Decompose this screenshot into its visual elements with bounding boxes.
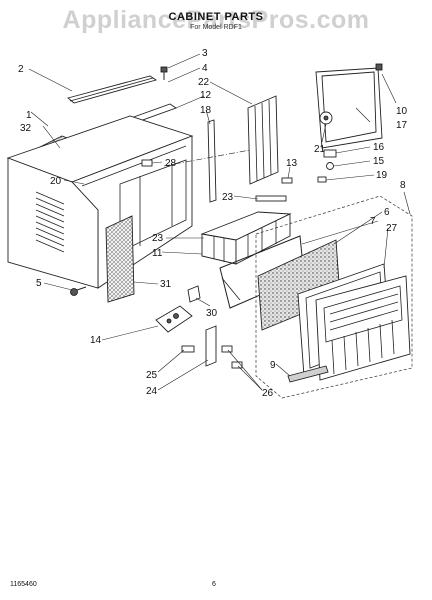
callout-5: 5: [36, 278, 42, 289]
leader-lines: [28, 53, 411, 391]
part-11-air-deflector: [200, 211, 292, 265]
callout-25: 25: [146, 370, 158, 381]
front-grille: [315, 275, 411, 381]
callout-14: 14: [90, 335, 102, 346]
part-22-panel: [247, 95, 279, 185]
callout-22: 22: [198, 77, 210, 88]
part-14-control-bracket: [155, 305, 193, 333]
page-subtitle: For Model RDF1: [190, 24, 242, 31]
callout-4: 4: [202, 63, 208, 74]
part-28-bracket: [141, 159, 153, 167]
part-18-strip: [207, 119, 217, 203]
part-8-front-assembly-outline: [255, 195, 413, 399]
part-17-frame: [315, 67, 383, 149]
footer-part-code: 1165460: [10, 581, 37, 588]
callout-9: 9: [270, 360, 276, 371]
callout-20: 20: [50, 176, 62, 187]
callout-26: 26: [262, 388, 274, 399]
callout-8: 8: [400, 180, 406, 191]
callout-24: 24: [146, 386, 158, 397]
callout-28: 28: [165, 158, 177, 169]
part-16-cylinder: [323, 149, 337, 158]
part-21-knob: [319, 111, 333, 125]
page-title: CABINET PARTS: [168, 11, 264, 23]
part-26-clips: [221, 345, 243, 369]
callout-3: 3: [202, 48, 208, 59]
part-10-screw: [375, 63, 383, 71]
callout-7: 7: [370, 216, 376, 227]
callout-16: 16: [373, 142, 385, 153]
callout-6: 6: [384, 207, 390, 218]
callout-1: 1: [26, 110, 32, 121]
callout-11: 11: [152, 248, 163, 259]
callout-10: 10: [396, 106, 408, 117]
callout-17: 17: [396, 120, 408, 131]
part-23-upper-bracket: [255, 195, 287, 202]
part-24-plate: [205, 325, 217, 367]
part-13-clip: [281, 177, 293, 184]
footer-page-number: 6: [212, 581, 216, 588]
callout-15: 15: [373, 156, 385, 167]
part-31-grille: [105, 215, 135, 303]
part-15-nut: [326, 162, 334, 170]
part-1-cabinet: [6, 115, 194, 289]
callout-31: 31: [160, 279, 172, 290]
callout-23-lower: 23: [152, 233, 164, 244]
callouts: 2 3 4 22 12 18 10 17 21 1 32 28 13 16 15…: [18, 48, 408, 399]
callout-21: 21: [314, 144, 326, 155]
part-5-screw: [70, 286, 87, 296]
callout-12: 12: [200, 90, 212, 101]
callout-27: 27: [386, 223, 398, 234]
callout-13: 13: [286, 158, 298, 169]
callout-19: 19: [376, 170, 388, 181]
callout-30: 30: [206, 308, 218, 319]
callout-18: 18: [200, 105, 212, 116]
part-9-strip: [287, 365, 329, 383]
part-2-top-rail: [67, 75, 158, 104]
part-3-screw: [160, 66, 168, 80]
part-19-clip: [317, 176, 327, 183]
part-30-bracket: [187, 285, 201, 303]
callout-23-upper: 23: [222, 192, 234, 203]
part-25-block: [181, 345, 195, 353]
callout-32: 32: [20, 123, 32, 134]
callout-2: 2: [18, 64, 24, 75]
